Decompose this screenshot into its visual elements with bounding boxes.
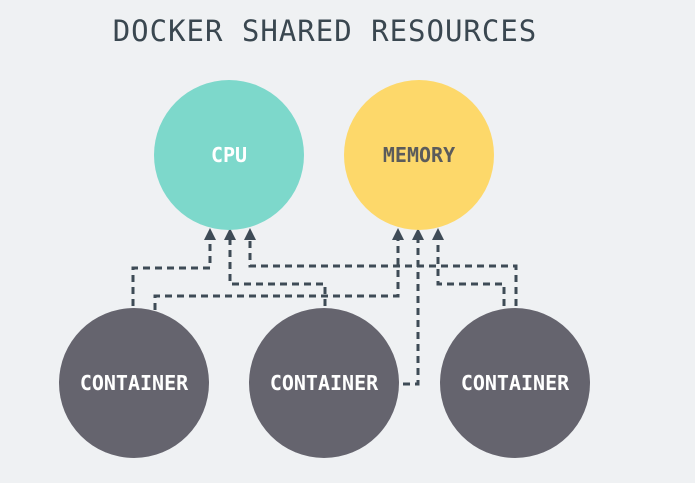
link-container-3-cpu	[248, 238, 518, 306]
memory-label: MEMORY	[382, 143, 456, 167]
link-container-1-memory	[153, 238, 400, 310]
arrowhead-cpu-2	[224, 228, 236, 240]
arrowhead-memory-2	[412, 228, 424, 240]
arrowhead-cpu-1	[204, 228, 216, 240]
link-container-2-memory	[403, 238, 420, 386]
memory-node: MEMORY	[344, 80, 494, 230]
container-label: CONTAINER	[79, 371, 189, 395]
arrowhead-memory-1	[392, 228, 404, 240]
cpu-label: CPU	[210, 143, 248, 167]
container-label: CONTAINER	[269, 371, 379, 395]
container-node-1: CONTAINER	[59, 308, 209, 458]
container-label: CONTAINER	[460, 371, 570, 395]
container-node-2: CONTAINER	[249, 308, 399, 458]
diagram-title: DOCKER SHARED RESOURCES	[112, 14, 538, 48]
link-container-1-cpu	[131, 238, 212, 306]
arrowhead-cpu-3	[244, 228, 256, 240]
cpu-node: CPU	[154, 80, 304, 230]
link-container-3-memory	[436, 238, 506, 306]
arrowhead-memory-3	[432, 228, 444, 240]
container-node-3: CONTAINER	[440, 308, 590, 458]
